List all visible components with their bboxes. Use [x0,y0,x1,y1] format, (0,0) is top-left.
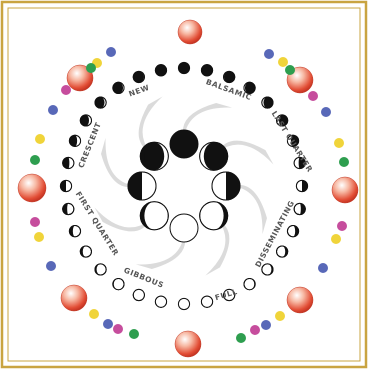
dot-icon [30,217,40,227]
moon-phase-icon [296,180,307,191]
planet-sphere-icon [332,177,358,203]
dot-icon [61,85,71,95]
dot-icon [103,319,113,329]
moon-phase-icon [155,296,166,307]
dot-icon [129,329,139,339]
moon-phase-icon [95,264,106,275]
moon-phase-icon [244,279,255,290]
planet-sphere-icon [178,20,202,44]
moon-phase-icon [262,97,273,108]
label-last-quarter: LAST QUARTER [270,109,315,173]
moon-phase-icon [170,130,198,158]
moon-phase-icon [113,279,124,290]
moon-phase-icon [201,65,212,76]
moon-phase-icon [80,246,91,257]
moon-phase-icon [224,71,235,82]
moon-phase-icon [200,202,228,230]
dot-icon [285,65,295,75]
moon-phase-icon [277,246,288,257]
dot-icon [34,232,44,242]
dot-icon [261,320,271,330]
dot-icon [308,91,318,101]
dot-icon [236,333,246,343]
moon-phase-icon [128,172,156,200]
moon-phase-icon [69,226,80,237]
planet-sphere-icon [287,287,313,313]
moon-phase-icon [212,172,240,200]
label-crescent: CRESCENT [76,121,103,170]
phase-labels: NEW BALSAMIC LAST QUARTER DISSEMINATING … [74,77,315,302]
moon-phase-icon [140,202,168,230]
moon-phase-icon [201,296,212,307]
moon-phase-icon [170,214,198,242]
dot-icon [331,234,341,244]
moon-phase-icon [80,115,91,126]
outer-moon-ring [60,62,307,309]
dot-icon [30,155,40,165]
planet-sphere-icon [61,285,87,311]
dot-icon [337,221,347,231]
swoosh-layer [95,97,274,276]
moon-phase-icon [140,142,168,170]
planet-sphere-icon [175,331,201,357]
dot-icon [46,261,56,271]
moon-phase-icon [63,203,74,214]
moon-phase-icon [95,97,106,108]
moon-phase-icon [113,82,124,93]
dot-icon [113,324,123,334]
moon-phase-icon [287,226,298,237]
dot-icon [278,57,288,67]
moon-phase-icon [178,298,189,309]
moon-phase-icon [69,135,80,146]
moon-phase-icon [133,71,144,82]
moon-phase-icon [155,65,166,76]
label-new: NEW [128,83,151,99]
label-gibbous: GIBBOUS [123,266,166,290]
dot-icon [321,107,331,117]
dot-icon [250,325,260,335]
dot-icon [339,157,349,167]
dot-icon [35,134,45,144]
moon-phase-icon [200,142,228,170]
dot-icon [48,105,58,115]
dot-icon [264,49,274,59]
dot-icon [86,63,96,73]
inner-moon-ring [128,130,240,242]
planet-sphere-icon [18,174,46,202]
moon-phase-icon [63,157,74,168]
dot-icon [89,309,99,319]
moon-phase-icon [60,180,71,191]
moon-phase-icon [294,203,305,214]
moon-phase-icon [133,289,144,300]
moon-phase-icon [262,264,273,275]
dot-icon [106,47,116,57]
dot-icon [275,311,285,321]
outer-frame [2,2,366,367]
moon-phase-icon [178,62,189,73]
dot-icon [334,138,344,148]
dot-icon [318,263,328,273]
